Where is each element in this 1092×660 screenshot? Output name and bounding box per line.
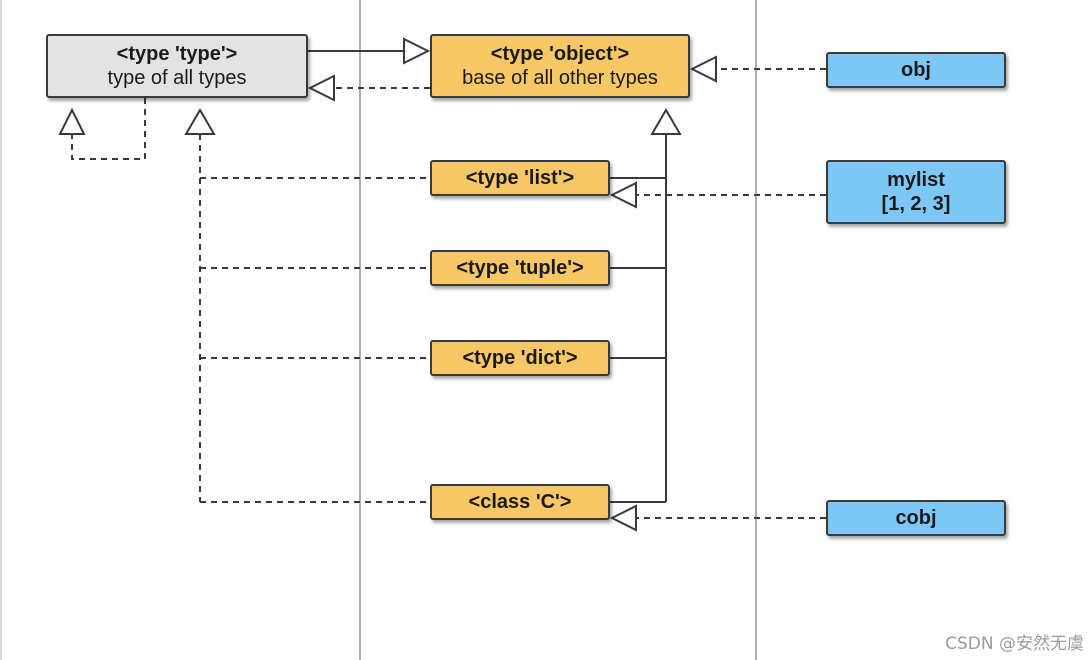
node-mylist-title: mylist xyxy=(887,169,945,191)
node-type-tuple: <type 'tuple'> xyxy=(430,250,610,286)
edge-obj-instanceof-object xyxy=(689,55,826,83)
node-type-title: <type 'type'> xyxy=(116,43,238,65)
node-object-title: <type 'object'> xyxy=(490,43,630,65)
node-cobj: cobj xyxy=(826,500,1006,536)
node-obj-title: obj xyxy=(901,59,931,81)
edge-classes-inherit-object xyxy=(610,108,682,503)
node-list-title: <type 'list'> xyxy=(465,167,575,189)
edge-cobj-instanceof-classc xyxy=(609,504,826,532)
node-obj: obj xyxy=(826,52,1006,88)
node-type-list: <type 'list'> xyxy=(430,160,610,196)
node-type-dict: <type 'dict'> xyxy=(430,340,610,376)
node-class-c: <class 'C'> xyxy=(430,484,610,520)
node-cobj-title: cobj xyxy=(895,507,937,529)
node-type-subtitle: type of all types xyxy=(107,67,247,89)
edge-mylist-instanceof-list xyxy=(609,181,826,209)
node-mylist: mylist [1, 2, 3] xyxy=(826,160,1006,224)
node-dict-title: <type 'dict'> xyxy=(462,347,578,369)
node-type-object: <type 'object'> base of all other types xyxy=(430,34,690,98)
watermark-text: CSDN @安然无虞 xyxy=(945,634,1084,654)
node-classc-title: <class 'C'> xyxy=(468,491,572,513)
edge-type-inherits-object xyxy=(308,37,431,65)
node-object-subtitle: base of all other types xyxy=(462,67,658,89)
node-mylist-value: [1, 2, 3] xyxy=(881,193,951,215)
node-type-type: <type 'type'> type of all types xyxy=(46,34,308,98)
edge-type-instanceof-type xyxy=(58,98,146,160)
edge-object-instanceof-type xyxy=(307,74,430,102)
edge-classes-instanceof-type xyxy=(184,108,430,503)
node-tuple-title: <type 'tuple'> xyxy=(456,257,584,279)
